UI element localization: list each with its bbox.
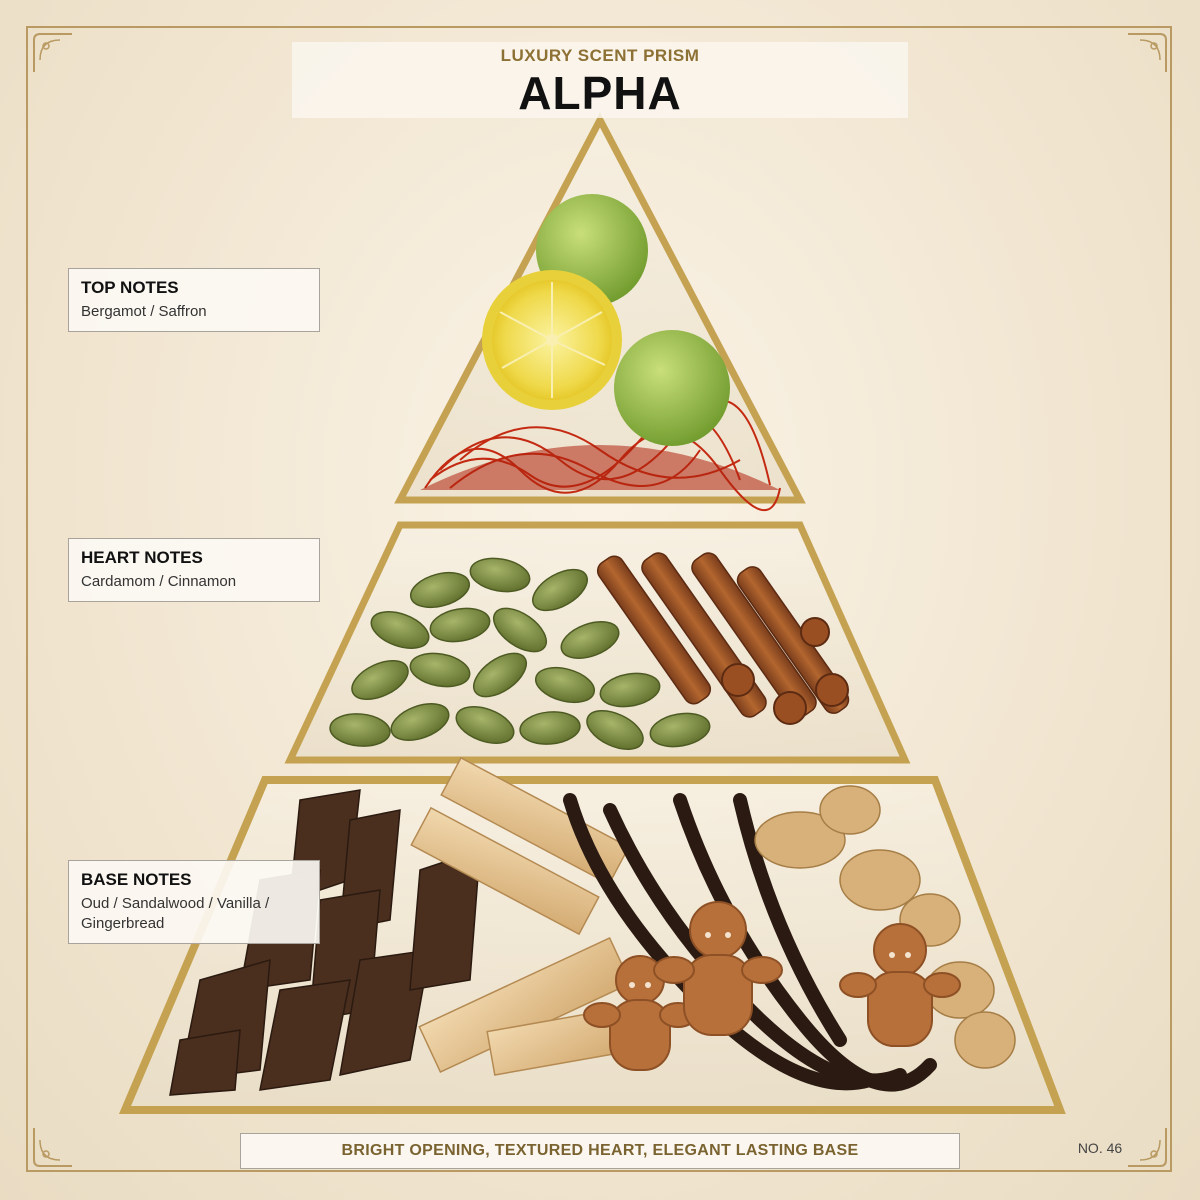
top-notes-title: TOP NOTES [81, 278, 179, 297]
edition-number: NO. 46 [1077, 1140, 1123, 1156]
decorative-frame [26, 26, 1172, 1172]
gingerbread-cookies [583, 901, 961, 1071]
oud-wood-chips [169, 789, 481, 1096]
corner-ornament-icon [30, 1124, 76, 1170]
base-notes-label: BASE NOTES Oud / Sandalwood / Vanilla / … [68, 860, 320, 944]
corner-ornament-icon [1124, 1124, 1170, 1170]
product-name: ALPHA [518, 67, 682, 119]
sandalwood-sticks [410, 756, 632, 1076]
top-tier [394, 112, 806, 512]
heart-notes-items: Cardamom / Cinnamon [81, 573, 237, 590]
top-notes-label: TOP NOTES Bergamot / Saffron [68, 268, 320, 332]
base-notes-items: Oud / Sandalwood / Vanilla / Gingerbread [81, 895, 270, 932]
title-panel: LUXURY SCENT PRISM ALPHA [292, 42, 908, 119]
base-notes-title: BASE NOTES [81, 870, 192, 889]
tagline-banner: BRIGHT OPENING, TEXTURED HEART, ELEGANT … [240, 1133, 960, 1169]
heart-notes-label: HEART NOTES Cardamom / Cinnamon [68, 538, 320, 602]
corner-ornament-icon [1124, 30, 1170, 76]
corner-ornament-icon [30, 30, 76, 76]
brand-line: LUXURY SCENT PRISM [500, 46, 700, 65]
bergamot [614, 330, 730, 446]
top-notes-items: Bergamot / Saffron [81, 303, 207, 320]
base-tier [118, 756, 1066, 1114]
heart-tier [284, 521, 911, 764]
cardamom-pods [329, 557, 711, 751]
heart-notes-title: HEART NOTES [81, 548, 203, 567]
